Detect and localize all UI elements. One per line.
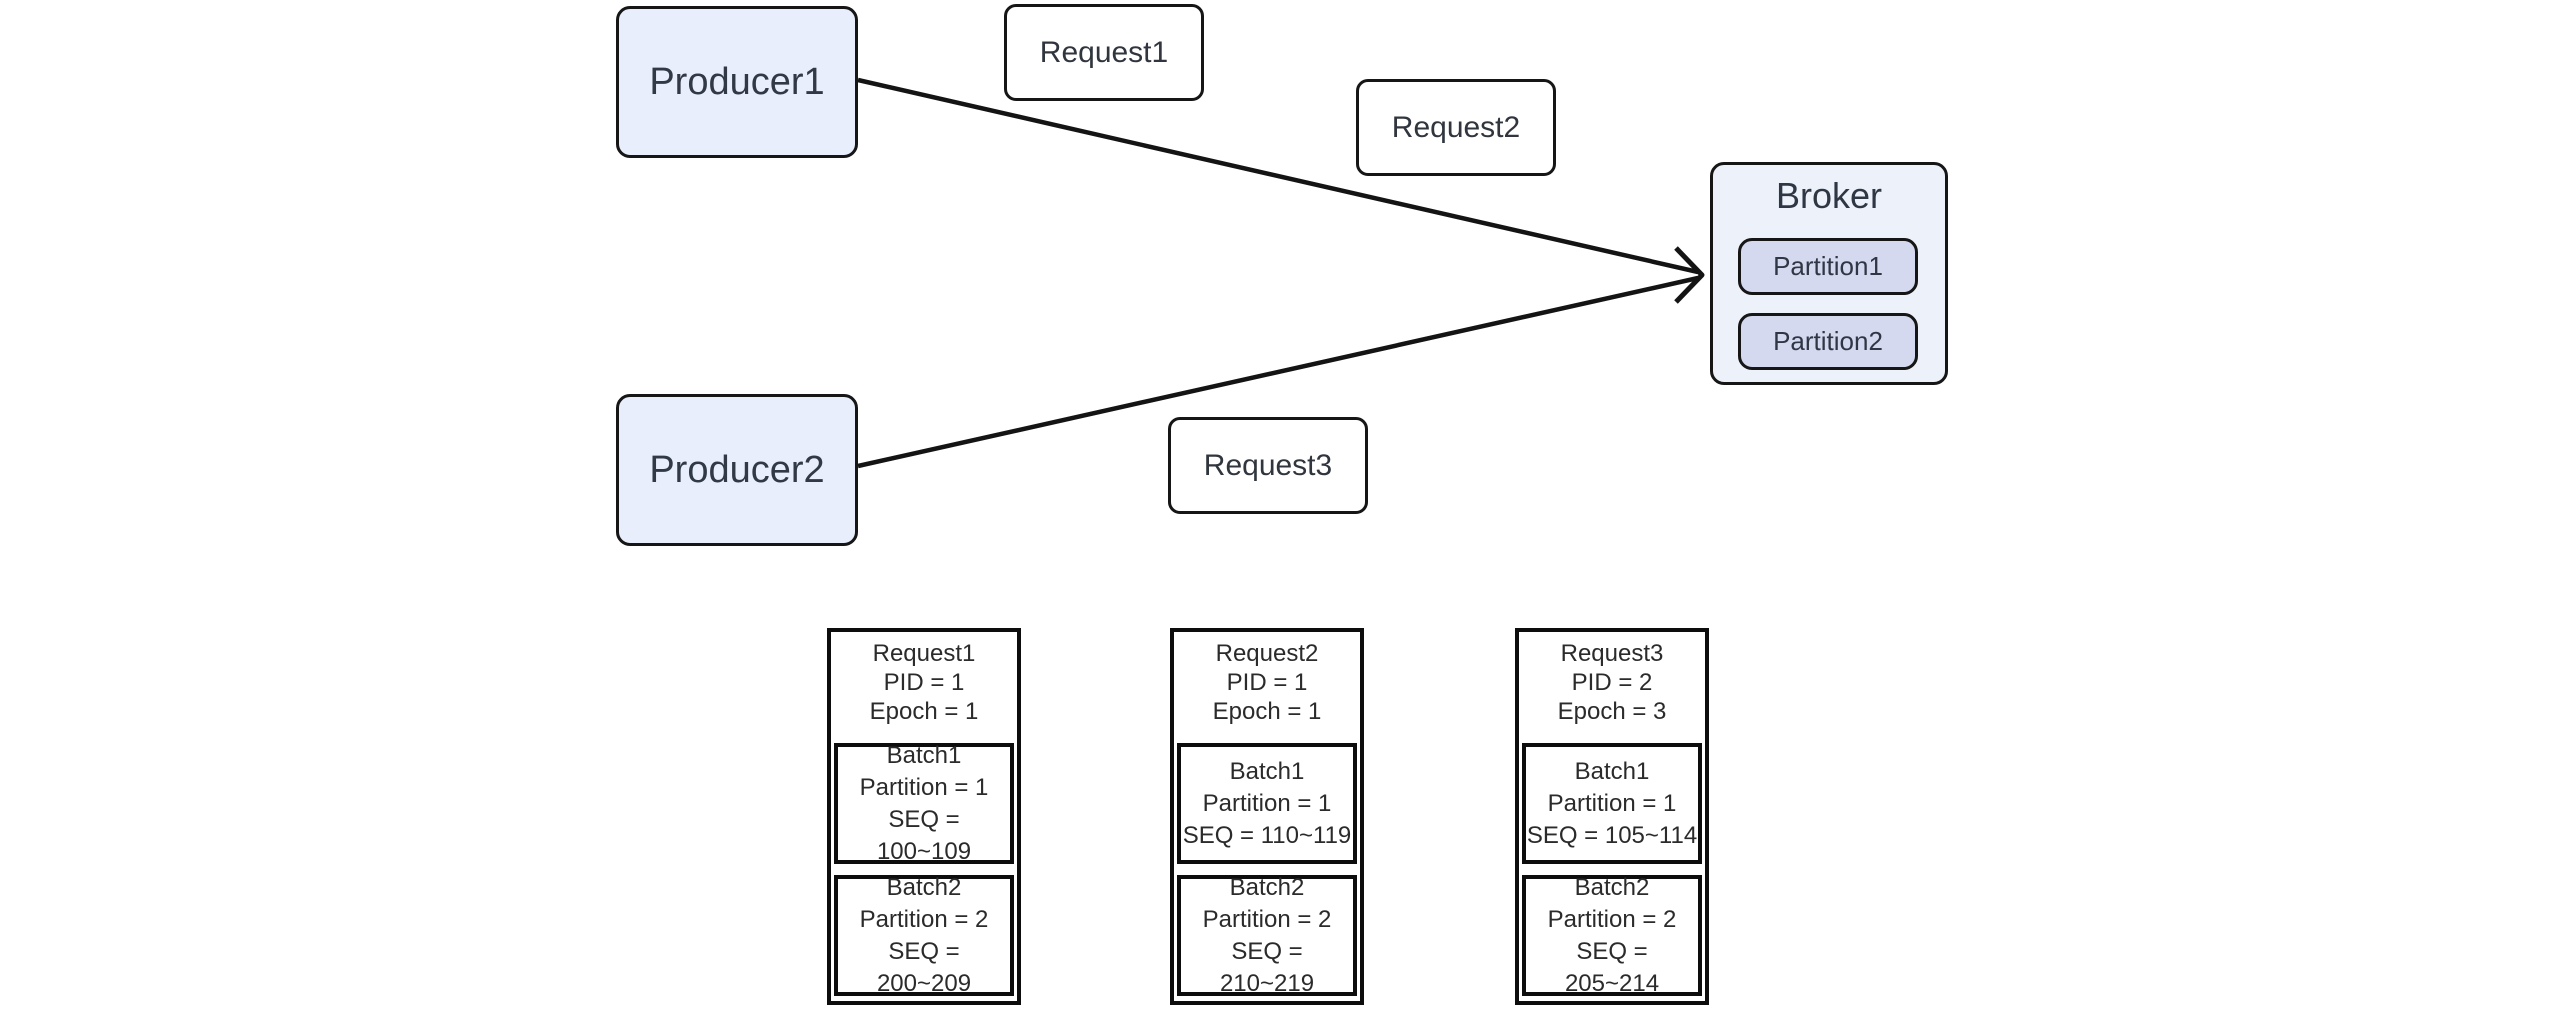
broker-title: Broker bbox=[1775, 175, 1883, 216]
request2-detail-pid: PID = 1 bbox=[1226, 669, 1308, 696]
request1-detail-title: Request1 bbox=[872, 640, 976, 667]
batch-title: Batch2 bbox=[1574, 873, 1650, 901]
request3-detail-title: Request3 bbox=[1560, 640, 1664, 667]
request3-label: Request3 bbox=[1203, 448, 1333, 482]
request1-detail-pid: PID = 1 bbox=[883, 669, 965, 696]
broker-node: Broker Partition1 Partition2 bbox=[1710, 162, 1948, 385]
batch-title: Batch2 bbox=[1229, 873, 1305, 901]
request3-detail-header: Request3 PID = 2 Epoch = 3 bbox=[1519, 632, 1705, 726]
request1-detail-header: Request1 PID = 1 Epoch = 1 bbox=[831, 632, 1017, 726]
request1-batch1-box: Batch1 Partition = 1 SEQ = 100~109 bbox=[834, 741, 1014, 865]
request3-batch2-box: Batch2 Partition = 2 SEQ = 205~214 bbox=[1522, 873, 1702, 997]
batch-seq: SEQ = 105~114 bbox=[1526, 821, 1698, 849]
request2-detail-header: Request2 PID = 1 Epoch = 1 bbox=[1174, 632, 1360, 726]
request3-node: Request3 bbox=[1168, 417, 1368, 514]
arrow-producer1-to-broker bbox=[857, 77, 1699, 275]
batch-seq: SEQ = 210~219 bbox=[1219, 937, 1315, 997]
request1-node: Request1 bbox=[1004, 4, 1204, 101]
producer1-label: Producer1 bbox=[649, 60, 825, 103]
batch-partition: Partition = 2 bbox=[1547, 905, 1677, 933]
request1-detail-epoch: Epoch = 1 bbox=[869, 698, 979, 725]
batch-partition: Partition = 2 bbox=[1202, 905, 1332, 933]
batch-partition: Partition = 2 bbox=[859, 905, 989, 933]
request2-detail-epoch: Epoch = 1 bbox=[1212, 698, 1322, 725]
request2-label: Request2 bbox=[1391, 110, 1521, 144]
partition1-node: Partition1 bbox=[1738, 238, 1918, 295]
batch-seq: SEQ = 205~214 bbox=[1564, 937, 1660, 997]
request1-detail-box: Request1 PID = 1 Epoch = 1 Batch1 Partit… bbox=[827, 628, 1021, 1005]
request2-detail-title: Request2 bbox=[1215, 640, 1319, 667]
batch-seq: SEQ = 100~109 bbox=[876, 805, 972, 865]
request3-detail-epoch: Epoch = 3 bbox=[1557, 698, 1667, 725]
request2-detail-box: Request2 PID = 1 Epoch = 1 Batch1 Partit… bbox=[1170, 628, 1364, 1005]
arrowhead-icon bbox=[1674, 246, 1705, 304]
batch-partition: Partition = 1 bbox=[859, 773, 989, 801]
partition2-node: Partition2 bbox=[1738, 313, 1918, 370]
batch-title: Batch1 bbox=[1574, 757, 1650, 785]
partition1-label: Partition1 bbox=[1773, 251, 1883, 281]
request3-detail-box: Request3 PID = 2 Epoch = 3 Batch1 Partit… bbox=[1515, 628, 1709, 1005]
request3-batch1-box: Batch1 Partition = 1 SEQ = 105~114 bbox=[1522, 743, 1702, 864]
arrow-producer2-to-broker bbox=[857, 275, 1699, 469]
batch-seq: SEQ = 200~209 bbox=[876, 937, 972, 997]
partition2-label: Partition2 bbox=[1773, 326, 1883, 356]
batch-title: Batch1 bbox=[1229, 757, 1305, 785]
request3-detail-pid: PID = 2 bbox=[1571, 669, 1653, 696]
producer2-node: Producer2 bbox=[616, 394, 858, 546]
request2-batch1-box: Batch1 Partition = 1 SEQ = 110~119 bbox=[1177, 743, 1357, 864]
producer1-node: Producer1 bbox=[616, 6, 858, 158]
request1-batch2-box: Batch2 Partition = 2 SEQ = 200~209 bbox=[834, 873, 1014, 997]
request2-node: Request2 bbox=[1356, 79, 1556, 176]
batch-partition: Partition = 1 bbox=[1547, 789, 1677, 817]
batch-title: Batch2 bbox=[886, 873, 962, 901]
request1-label: Request1 bbox=[1039, 35, 1169, 69]
request2-batch2-box: Batch2 Partition = 2 SEQ = 210~219 bbox=[1177, 873, 1357, 997]
batch-seq: SEQ = 110~119 bbox=[1182, 821, 1352, 849]
batch-title: Batch1 bbox=[886, 741, 962, 769]
batch-partition: Partition = 1 bbox=[1202, 789, 1332, 817]
producer2-label: Producer2 bbox=[649, 448, 825, 491]
